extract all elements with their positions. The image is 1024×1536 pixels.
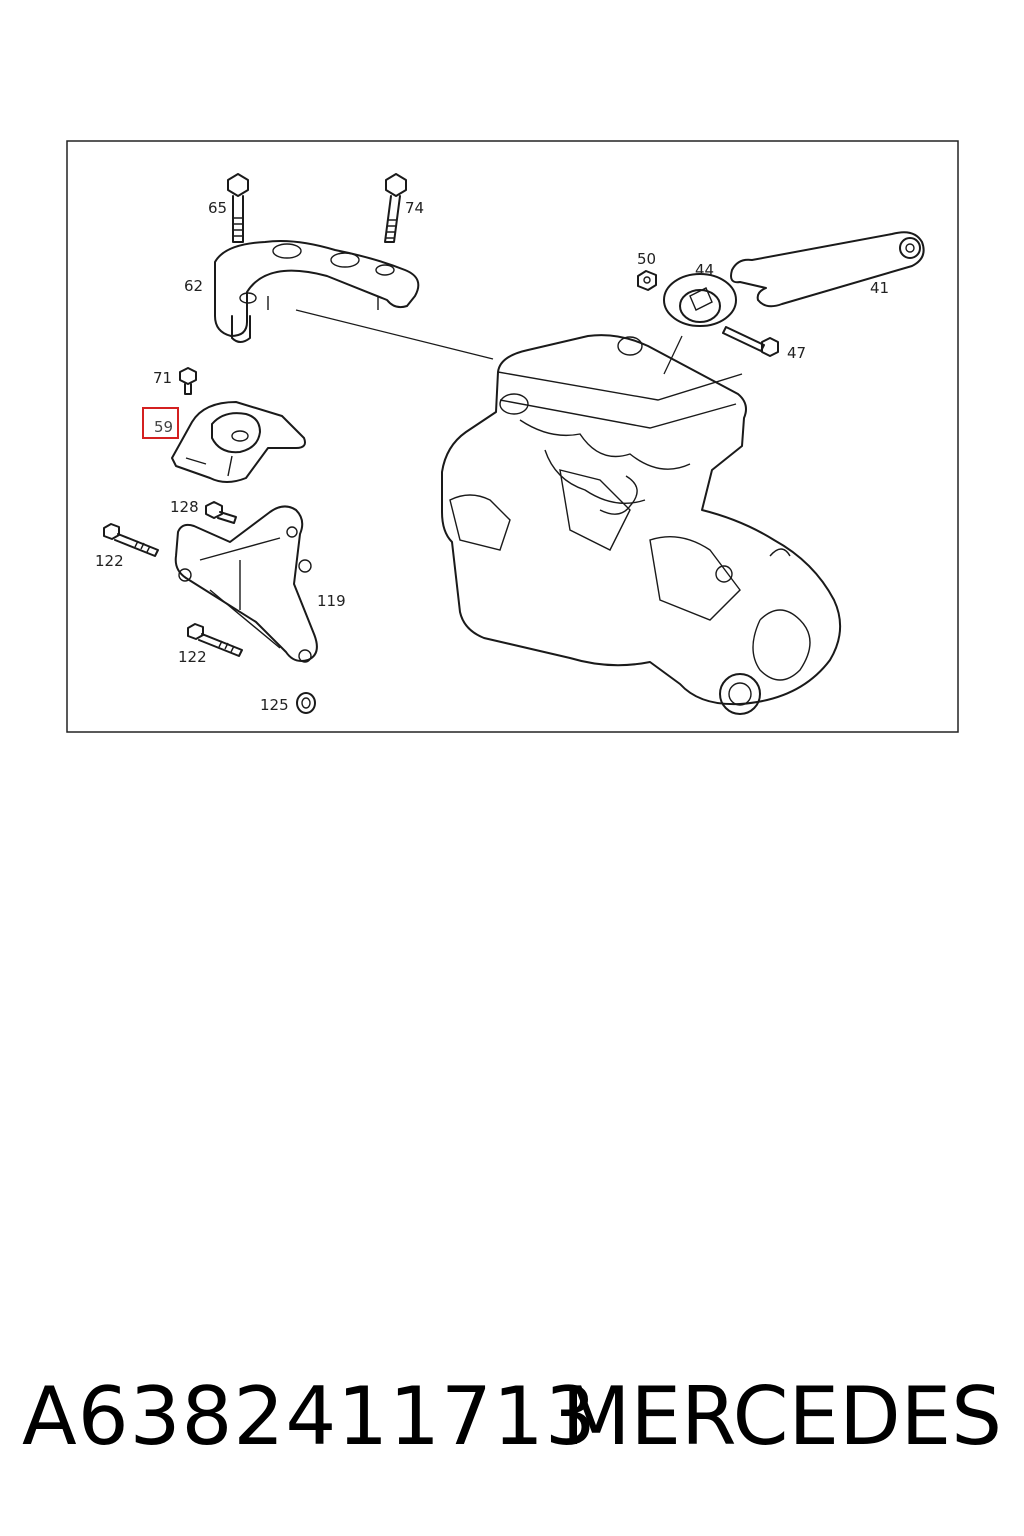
bolt-74 <box>384 173 407 243</box>
highlight-box-59 <box>142 407 179 439</box>
parts-diagram: 65 74 62 50 44 41 <box>66 140 959 733</box>
nut-50 <box>637 270 657 291</box>
engine-assembly <box>441 334 842 715</box>
bolt-122-bottom <box>187 623 243 657</box>
washer-125 <box>296 692 316 714</box>
callout-50: 50 <box>637 250 656 268</box>
caption-bar: A6382411713 MERCEDES <box>0 1362 1024 1472</box>
bracket-119 <box>174 505 318 663</box>
callout-44: 44 <box>695 261 714 279</box>
bolt-128 <box>205 501 237 524</box>
leader-44 <box>663 335 683 375</box>
callout-74: 74 <box>405 199 424 217</box>
part-number: A6382411713 <box>22 1370 597 1463</box>
callout-71: 71 <box>153 369 172 387</box>
diagram-frame <box>66 140 959 733</box>
bolt-71 <box>179 367 197 395</box>
bracket-62 <box>214 240 420 343</box>
callout-125: 125 <box>260 696 289 714</box>
torque-arm-41 <box>730 231 925 308</box>
engine-mount-59 <box>171 401 306 483</box>
brand-name: MERCEDES <box>561 1370 1002 1463</box>
callout-119: 119 <box>317 592 346 610</box>
callout-128: 128 <box>170 498 199 516</box>
callout-62: 62 <box>184 277 203 295</box>
callout-59: 59 <box>154 418 173 436</box>
leader-62 <box>295 309 494 360</box>
bolt-122-top <box>103 523 159 557</box>
callout-122-bottom: 122 <box>178 648 207 666</box>
bolt-47 <box>722 326 779 357</box>
callout-41: 41 <box>870 279 889 297</box>
callout-47: 47 <box>787 344 806 362</box>
bolt-65 <box>227 173 249 243</box>
callout-122-top: 122 <box>95 552 124 570</box>
bushing-44 <box>663 273 737 327</box>
callout-65: 65 <box>208 199 227 217</box>
